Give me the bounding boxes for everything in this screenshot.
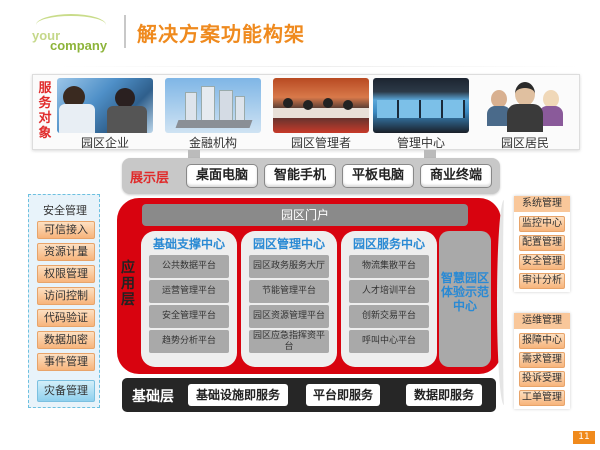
disaster-recovery-item: 灾备管理 <box>37 380 95 402</box>
park-portal-bar: 园区门户 <box>142 204 468 226</box>
ops-item: 需求管理 <box>519 352 565 368</box>
center-basic-support: 基础支撑中心 公共数据平台 运营管理平台 安全管理平台 趋势分析平台 <box>141 231 237 367</box>
system-panel-title: 系统管理 <box>514 196 570 212</box>
application-layer-label: 应用层 <box>121 260 135 308</box>
base-layer: 基础层 基础设施即服务 平台即服务 数据即服务 <box>122 378 496 412</box>
service-item-label: 园区企业 <box>80 136 129 150</box>
page-number-badge: 11 <box>573 431 595 444</box>
platform-item: 创新交易平台 <box>349 305 429 328</box>
ops-item: 工单管理 <box>519 390 565 406</box>
platform-item: 安全管理平台 <box>149 305 229 328</box>
company-logo: your company <box>28 14 108 54</box>
arrow-down-icon <box>188 150 200 160</box>
base-layer-label: 基础层 <box>132 389 174 405</box>
center-park-management: 园区管理中心 园区政务服务大厅 节能管理平台 园区资源管理平台 园区应急指挥资平… <box>241 231 337 367</box>
display-item-tablet: 平板电脑 <box>342 164 414 188</box>
system-item: 安全管理 <box>519 254 565 270</box>
ops-panel-title: 运维管理 <box>514 313 570 329</box>
system-management-panel: 系统管理 监控中心 配置管理 安全管理 审计分析 <box>514 196 570 292</box>
business-people-image <box>57 78 153 133</box>
meeting-image <box>273 78 369 133</box>
center-title: 园区管理中心 <box>252 237 325 251</box>
ops-item: 报障中心 <box>519 333 565 349</box>
header-divider <box>124 15 126 48</box>
service-item-finance: 金融机构 <box>165 78 261 150</box>
arrow-down-icon <box>424 150 436 160</box>
service-objects-label: 服务对象 <box>38 81 52 141</box>
display-item-desktop: 桌面电脑 <box>186 164 258 188</box>
demo-center-label: 智慧园区体验示范中心 <box>441 271 490 313</box>
platform-item: 节能管理平台 <box>249 280 329 303</box>
service-item-label: 金融机构 <box>188 136 237 150</box>
logo-swoosh-icon <box>36 14 106 36</box>
platform-item: 运营管理平台 <box>149 280 229 303</box>
platform-item: 园区资源管理平台 <box>249 305 329 328</box>
center-title: 园区服务中心 <box>352 237 425 251</box>
system-item: 配置管理 <box>519 235 565 251</box>
platform-item: 公共数据平台 <box>149 255 229 278</box>
demo-center: 智慧园区体验示范中心 <box>439 231 491 367</box>
security-management-panel: 安全管理 可信接入 资源计量 权限管理 访问控制 代码验证 数据加密 事件管理 … <box>28 194 100 408</box>
service-objects-panel: 服务对象 园区企业 金融机构 <box>32 74 580 150</box>
base-item-daas: 数据即服务 <box>406 384 482 406</box>
ops-item: 投诉受理 <box>519 371 565 387</box>
bracket-decoration <box>497 200 511 405</box>
application-layer: 园区门户 应用层 基础支撑中心 公共数据平台 运营管理平台 安全管理平台 趋势分… <box>117 198 501 374</box>
service-item-enterprise: 园区企业 <box>57 78 153 150</box>
logo-line2: company <box>50 38 108 53</box>
base-item-paas: 平台即服务 <box>306 384 380 406</box>
residents-avatars-image <box>477 78 573 133</box>
platform-item: 园区应急指挥资平台 <box>249 330 329 353</box>
platform-item: 园区政务服务大厅 <box>249 255 329 278</box>
page-title: 解决方案功能构架 <box>137 22 305 46</box>
system-item: 监控中心 <box>519 216 565 232</box>
security-item: 可信接入 <box>37 221 95 239</box>
platform-item: 物流集散平台 <box>349 255 429 278</box>
control-room-image <box>373 78 469 133</box>
security-item: 资源计量 <box>37 243 95 261</box>
security-item: 权限管理 <box>37 265 95 283</box>
ops-management-panel: 运维管理 报障中心 需求管理 投诉受理 工单管理 <box>514 313 570 409</box>
platform-item: 趋势分析平台 <box>149 330 229 353</box>
security-item: 事件管理 <box>37 353 95 371</box>
service-item-residents: 园区居民 <box>477 78 573 150</box>
service-item-label: 园区居民 <box>500 136 549 150</box>
display-layer: 展示层 桌面电脑 智能手机 平板电脑 商业终端 <box>122 158 500 194</box>
security-item: 数据加密 <box>37 331 95 349</box>
security-item: 访问控制 <box>37 287 95 305</box>
display-item-smartphone: 智能手机 <box>264 164 336 188</box>
display-layer-label: 展示层 <box>130 171 170 186</box>
display-item-terminal: 商业终端 <box>420 164 492 188</box>
logo-line1: your <box>32 28 61 43</box>
service-item-manager: 园区管理者 <box>273 78 369 150</box>
platform-item: 呼叫中心平台 <box>349 330 429 353</box>
center-title: 基础支撑中心 <box>152 237 225 251</box>
platform-item: 人才培训平台 <box>349 280 429 303</box>
buildings-model-image <box>165 78 261 133</box>
service-item-control: 管理中心 <box>373 78 469 150</box>
system-item: 审计分析 <box>519 273 565 289</box>
service-item-label: 管理中心 <box>396 136 445 150</box>
security-item: 代码验证 <box>37 309 95 327</box>
service-item-label: 园区管理者 <box>290 136 351 150</box>
center-park-service: 园区服务中心 物流集散平台 人才培训平台 创新交易平台 呼叫中心平台 <box>341 231 437 367</box>
security-panel-title: 安全管理 <box>43 204 87 217</box>
base-item-iaas: 基础设施即服务 <box>188 384 288 406</box>
header-rule <box>60 66 580 67</box>
